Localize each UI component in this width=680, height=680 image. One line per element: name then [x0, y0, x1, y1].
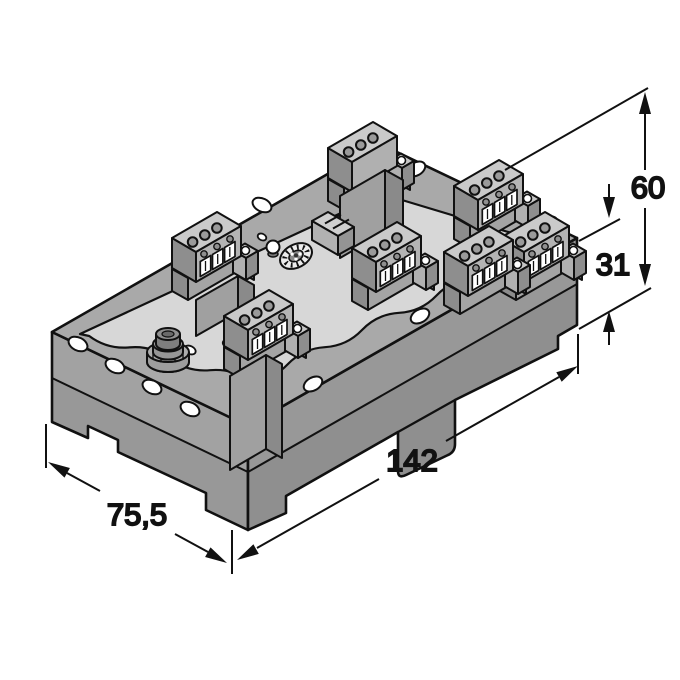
extension-line-low: [578, 287, 652, 330]
circular-connector: [279, 242, 313, 270]
dimension-label-width: 75,5: [107, 497, 167, 532]
dim-line-75: [66, 472, 209, 553]
jumper-block: [311, 211, 355, 256]
arrowhead-right: [556, 366, 578, 382]
dimension-length: 142: [231, 334, 579, 574]
dimension-overall-height: 60: [504, 87, 666, 286]
base-step-shade-left: [52, 378, 248, 530]
arrowhead-up: [639, 92, 651, 114]
cable-gland: [146, 327, 190, 373]
base-step-shade-right: [248, 284, 577, 530]
terminal-block-front-riser: [229, 354, 283, 471]
indicator-dome: [265, 239, 281, 258]
dimension-base-height: 31: [578, 184, 652, 345]
arrowhead-down: [639, 264, 651, 286]
arrowhead-upleft: [48, 462, 70, 478]
dim-line-142: [256, 376, 560, 549]
arrowhead-up: [603, 311, 615, 332]
base-step-line-right: [247, 283, 578, 473]
extension-line-mid: [578, 218, 621, 242]
dimension-label-base-height: 31: [596, 247, 630, 282]
din-latch-tab-edge: [397, 399, 456, 433]
dimension-width: 75,5: [45, 424, 227, 563]
arrowhead-down: [603, 197, 615, 218]
dimension-label-length: 142: [386, 443, 438, 478]
dimension-label-overall-height: 60: [631, 170, 665, 205]
arrowhead-left: [237, 544, 259, 560]
arrowhead-downright: [205, 547, 227, 563]
base-step-line-left: [51, 377, 249, 473]
extension-line-top: [504, 87, 649, 171]
box-right-face: [246, 236, 579, 532]
